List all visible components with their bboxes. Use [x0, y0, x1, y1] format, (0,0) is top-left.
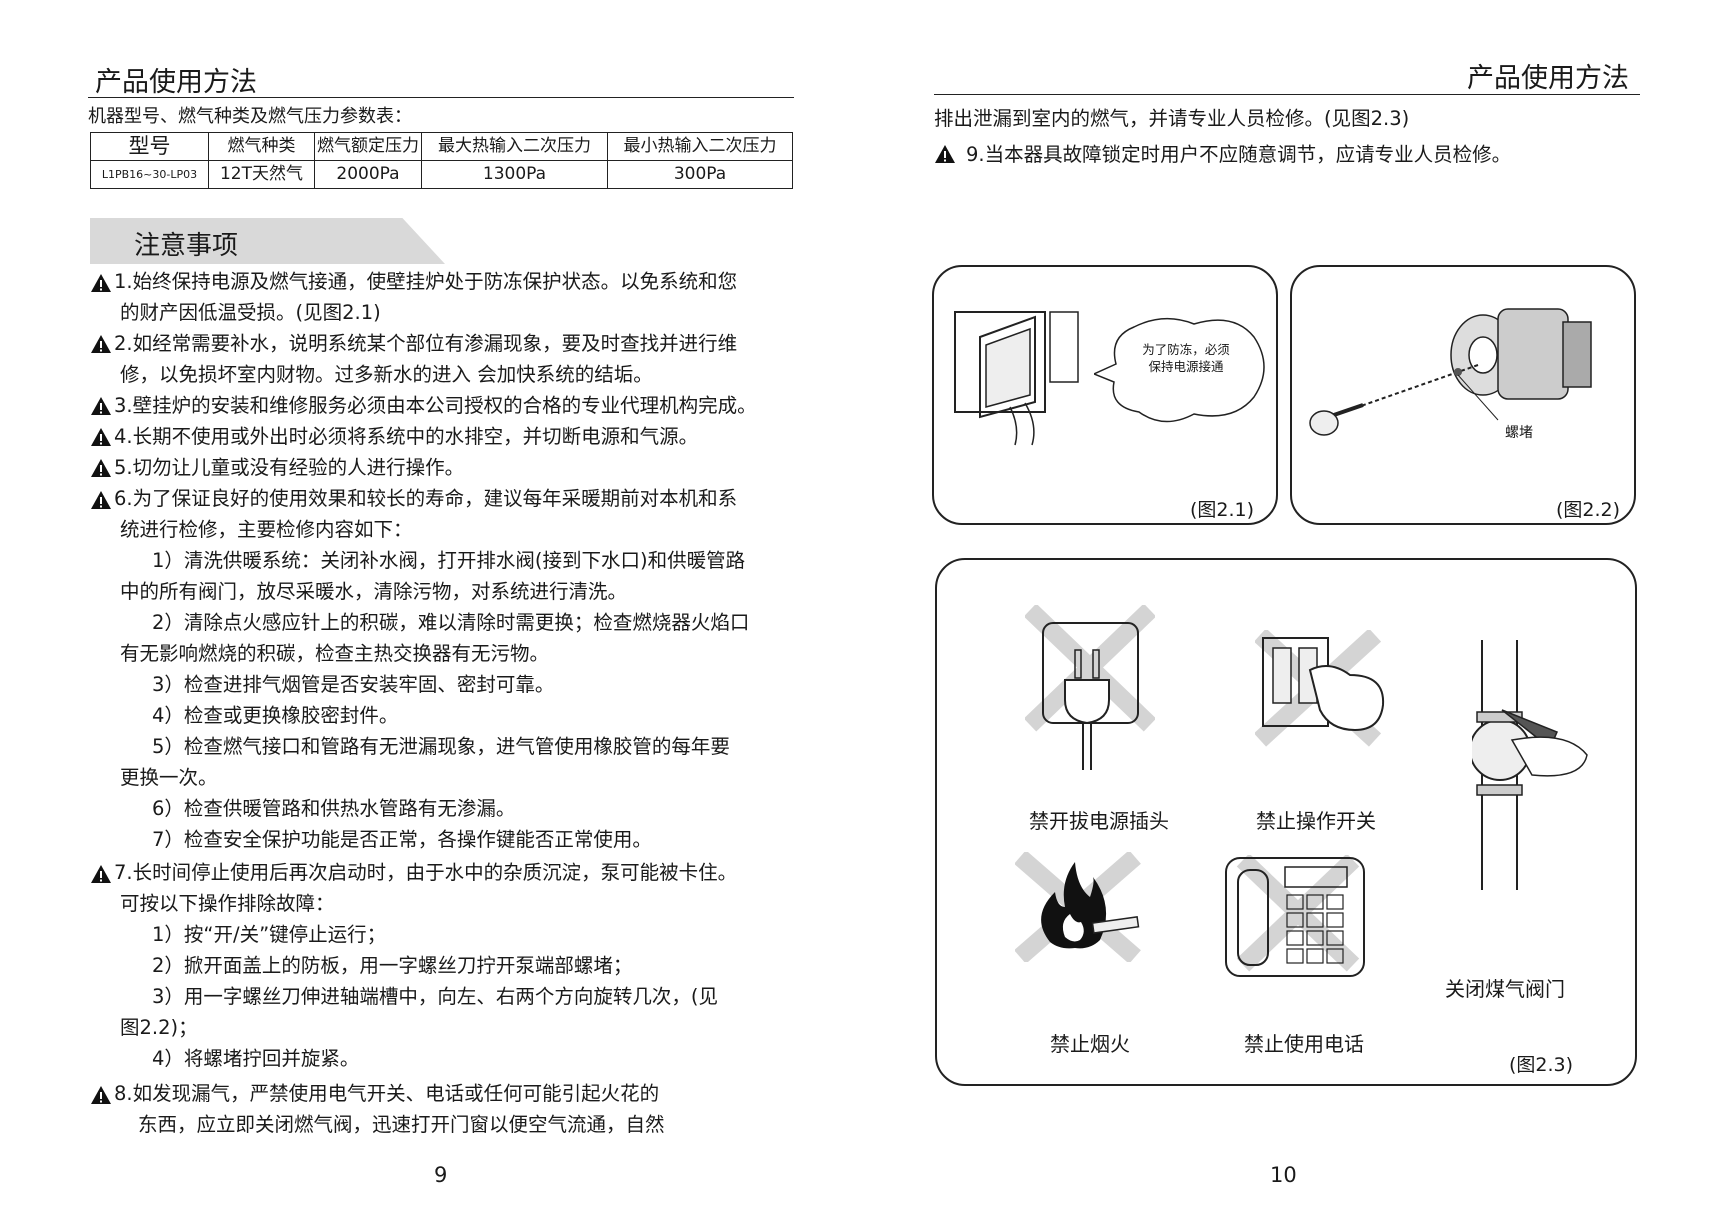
- td-min-pressure: 300Pa: [607, 160, 793, 189]
- left-header-rule: [88, 97, 794, 98]
- note-line: 中的所有阀门，放尽采暖水，清除污物，对系统进行清洗。: [120, 580, 628, 603]
- warning-icon: [91, 428, 111, 446]
- label-no-phone: 禁止使用电话: [1244, 1032, 1364, 1056]
- note-line: 统进行检修，主要检修内容如下：: [120, 518, 413, 541]
- note-line: 图2.2)；: [120, 1016, 198, 1039]
- section-banner: 注意事项: [90, 218, 445, 264]
- note-line: 2）掀开面盖上的防板，用一字螺丝刀拧开泵端部螺堵；: [152, 954, 633, 977]
- note-line: 排出泄漏到室内的燃气，并请专业人员检修。(见图2.3): [934, 107, 1410, 130]
- note-line: 有无影响燃烧的积碳，检查主热交换器有无污物。: [120, 642, 550, 665]
- no-unplug-icon: [1025, 605, 1155, 770]
- warning-icon: [91, 1086, 111, 1104]
- td-max-pressure: 1300Pa: [421, 160, 608, 189]
- note-line: 4.长期不使用或外出时必须将系统中的水排空，并切断电源和气源。: [114, 425, 699, 448]
- th-model: 型号: [90, 132, 209, 161]
- note-line: 的财产因低温受损。(见图2.1): [120, 301, 381, 324]
- td-model: L1PB16~30-LP03: [90, 160, 209, 189]
- th-rated-pressure: 燃气额定压力: [314, 132, 422, 161]
- figure-2-1-caption: (图2.1): [1190, 499, 1255, 521]
- note-line: 1）按“开/关”键停止运行；: [152, 923, 387, 946]
- note-line: 6.为了保证良好的使用效果和较长的寿命，建议每年采暖期前对本机和系: [114, 487, 738, 510]
- spec-table: 型号 燃气种类 燃气额定压力 最大热输入二次压力 最小热输入二次压力 L1PB1…: [90, 132, 793, 189]
- gas-valve-icon: [1472, 640, 1588, 890]
- label-no-switch: 禁止操作开关: [1256, 809, 1376, 833]
- note-line: 可按以下操作排除故障：: [120, 892, 335, 915]
- figure-2-3-caption: (图2.3): [1509, 1054, 1574, 1076]
- note-line: 5.切勿让儿童或没有经验的人进行操作。: [114, 456, 465, 479]
- td-rated-pressure: 2000Pa: [314, 160, 422, 189]
- note-line: 8.如发现漏气，严禁使用电气开关、电话或任何可能引起火花的: [114, 1082, 660, 1105]
- warning-icon: [91, 335, 111, 353]
- label-close-gas-valve: 关闭煤气阀门: [1445, 977, 1565, 1001]
- page-number-right: 10: [1270, 1163, 1297, 1187]
- note-line: 7.长时间停止使用后再次启动时，由于水中的杂质沉淀，泵可能被卡住。: [114, 861, 738, 884]
- note-line: 2.如经常需要补水，说明系统某个部位有渗漏现象，要及时查找并进行维: [114, 332, 738, 355]
- right-page-header: 产品使用方法: [1467, 63, 1629, 94]
- figure-2-2-caption: (图2.2): [1556, 499, 1621, 521]
- label-no-unplug: 禁开拔电源插头: [1029, 809, 1169, 833]
- th-max-pressure: 最大热输入二次压力: [421, 132, 608, 161]
- warning-icon: [91, 397, 111, 415]
- note-line: 5）检查燃气接口和管路有无泄漏现象，进气管使用橡胶管的每年要: [152, 735, 730, 758]
- note-line: 4）将螺堵拧回并旋紧。: [152, 1047, 360, 1070]
- pump-illustration: [1309, 308, 1592, 436]
- bubble-line: 保持电源接通: [1148, 359, 1224, 374]
- th-min-pressure: 最小热输入二次压力: [607, 132, 793, 161]
- note-line: 4）检查或更换橡胶密封件。: [152, 704, 399, 727]
- power-switch-illustration: [954, 311, 1079, 446]
- no-switch-icon: [1255, 630, 1385, 747]
- note-line: 9.当本器具故障锁定时用户不应随意调节，应请专业人员检修。: [966, 143, 1512, 166]
- left-page-header: 产品使用方法: [95, 67, 257, 98]
- note-line: 3.壁挂炉的安装和维修服务必须由本公司授权的合格的专业代理机构完成。: [114, 394, 757, 417]
- section-title: 注意事项: [134, 231, 239, 261]
- bubble-text: 为了防冻，必须 保持电源接通: [1130, 341, 1242, 375]
- table-caption: 机器型号、燃气种类及燃气压力参数表：: [88, 106, 412, 127]
- td-gas-type: 12T天然气: [208, 160, 315, 189]
- note-line: 7）检查安全保护功能是否正常，各操作键能否正常使用。: [152, 828, 652, 851]
- note-line: 1.始终保持电源及燃气接通，使壁挂炉处于防冻保护状态。以免系统和您: [114, 270, 738, 293]
- no-fire-icon: [1015, 852, 1141, 962]
- note-line: 6）检查供暖管路和供热水管路有无渗漏。: [152, 797, 516, 820]
- note-line: 2）清除点火感应针上的积碳，难以清除时需更换；检查燃烧器火焰口: [152, 611, 750, 634]
- note-line: 东西，应立即关闭燃气阀，迅速打开门窗以便空气流通，自然: [138, 1113, 665, 1136]
- note-line: 修，以免损坏室内财物。过多新水的进入 会加快系统的结垢。: [120, 363, 653, 386]
- note-line: 3）用一字螺丝刀伸进轴端槽中，向左、右两个方向旋转几次，(见: [152, 985, 719, 1008]
- warning-icon: [91, 865, 111, 883]
- warning-icon: [91, 274, 111, 292]
- note-line: 更换一次。: [120, 766, 218, 789]
- page-number-left: 9: [434, 1163, 448, 1187]
- bubble-line: 为了防冻，必须: [1142, 342, 1230, 357]
- th-gas-type: 燃气种类: [208, 132, 315, 161]
- warning-icon: [91, 491, 111, 509]
- no-phone-icon: [1225, 855, 1365, 977]
- note-line: 1）清洗供暖系统：关闭补水阀，打开排水阀(接到下水口)和供暖管路: [152, 549, 746, 572]
- figure-2-3-panel: 禁开拔电源插头 禁止操作开关 关闭煤气阀门 禁止烟火: [935, 558, 1637, 1086]
- right-header-rule: [934, 94, 1640, 95]
- label-no-fire: 禁止烟火: [1050, 1032, 1130, 1056]
- figure-2-2-panel: 螺堵 (图2.2): [1290, 265, 1636, 525]
- plug-screw-label: 螺堵: [1505, 425, 1533, 441]
- speech-bubble: [1094, 318, 1265, 423]
- warning-icon: [91, 459, 111, 477]
- figure-2-1-panel: 为了防冻，必须 保持电源接通 (图2.1): [932, 265, 1278, 525]
- note-line: 3）检查进排气烟管是否安装牢固、密封可靠。: [152, 673, 555, 696]
- warning-icon: [935, 145, 955, 163]
